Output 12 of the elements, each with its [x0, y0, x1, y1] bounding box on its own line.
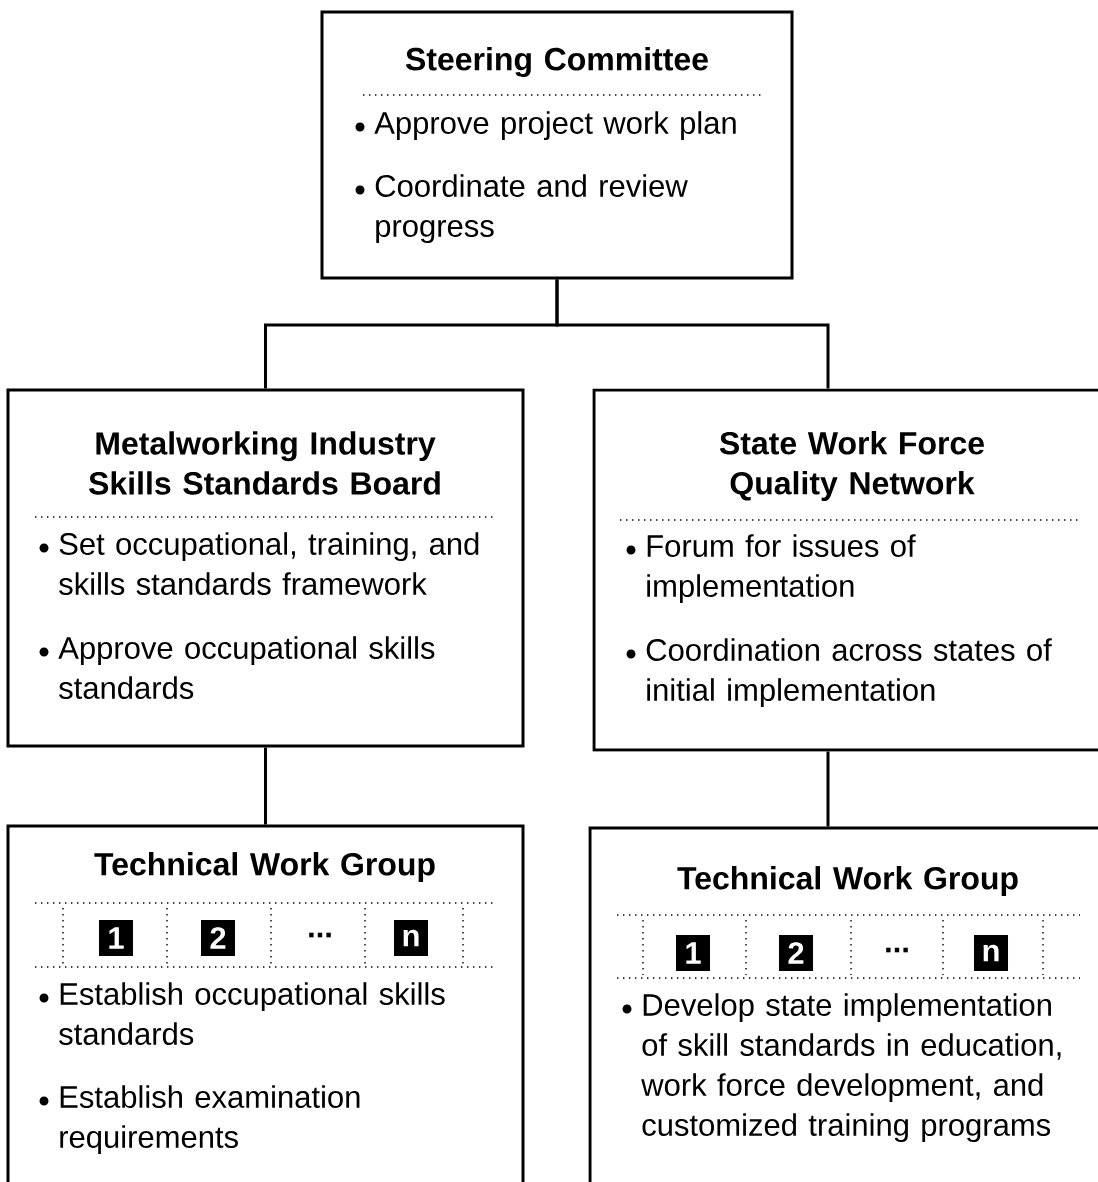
- number-badge: n: [394, 920, 428, 956]
- org-box: Metalworking Industry Skills Standards Board Set occupational, training, and skills standards framework Approve occupational skills standards: [6, 388, 525, 748]
- number-badge: 2: [779, 935, 813, 971]
- number-badge: 2: [201, 920, 235, 956]
- connector-line: [264, 747, 267, 825]
- org-box: Steering Committee Approve project work plan Coordinate and review progress: [320, 10, 794, 280]
- connector-line: [826, 751, 830, 827]
- connector-line: [555, 279, 830, 389]
- number-badge: 1: [99, 920, 133, 956]
- number-badge: n: [974, 935, 1008, 971]
- org-box: State Work Force Quality Network Forum for issues of implementation Coordination across states of initial implementation: [592, 388, 1098, 752]
- number-badge: 1: [676, 935, 710, 971]
